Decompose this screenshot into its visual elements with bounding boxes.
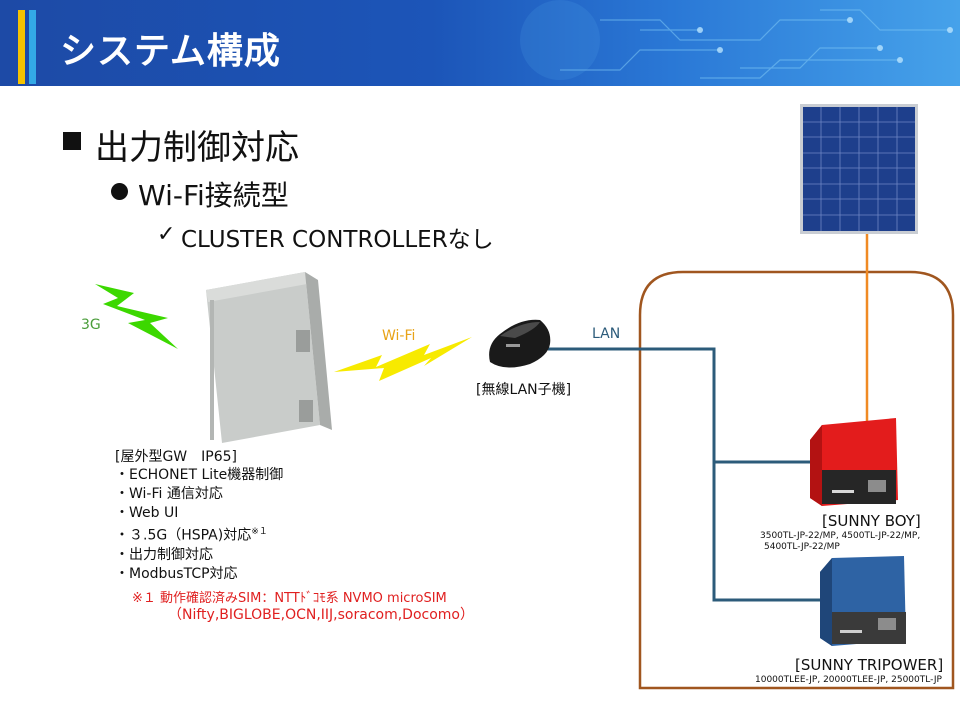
label-3g: 3G [81,317,101,333]
sunny-boy-models-line2: 5400TL-JP-22/MP [764,542,840,552]
outline-level3: CLUSTER CONTROLLERなし [181,227,494,253]
system-enclosure [638,270,955,690]
sim-note-line2: （Nifty,BIGLOBE,OCN,IIJ,soracom,Docomo） [168,607,474,623]
circuit-pattern-icon [520,0,953,80]
sunny-boy-inverter-icon [810,418,898,506]
page-title: システム構成 [60,31,281,72]
checkmark-icon: ✓ [157,222,176,247]
lightning-wifi-icon [334,337,472,381]
feature-item: ・Wi-Fi 通信対応 [115,486,223,502]
gateway-title: [屋外型GW IP65] [115,449,238,465]
sim-note-line1: ※１ 動作確認済みSIM：NTTﾄﾞｺﾓ系 NVMO microSIM [132,591,447,606]
footnote-mark: ※１ [251,527,268,537]
lan-line [548,347,820,602]
outline-level1: 出力制御対応 [95,128,299,168]
feature-item: ・ECHONET Lite機器制御 [115,467,284,483]
sunny-tripower-name: [SUNNY TRIPOWER] [795,656,944,674]
accent-bar-yellow [18,10,25,84]
solar-panel-icon [800,104,918,234]
lightning-3g-icon [95,284,178,349]
outline-level2: Wi-Fi接続型 [138,179,289,212]
circle-bullet-icon [111,183,128,200]
header-banner: システム構成 [0,0,960,86]
feature-item: ・ModbusTCP対応 [115,565,238,582]
sunny-tripower-models: 10000TLEE-JP, 20000TLEE-JP, 25000TL-JP [755,675,942,685]
wifi-dongle-icon [489,319,551,368]
router-label: [無線LAN子機] [476,382,572,398]
sunny-boy-models-line1: 3500TL-JP-22/MP, 4500TL-JP-22/MP, [760,531,921,541]
label-wifi: Wi-Fi [382,328,416,344]
accent-bar-blue [29,10,36,84]
sunny-boy-name: [SUNNY BOY] [822,512,921,530]
gateway-feature-list: ・ECHONET Lite機器制御 ・Wi-Fi 通信対応 ・Web UI ・３… [115,466,283,584]
sunny-tripower-inverter-icon [820,556,906,646]
gateway-box-icon [206,272,332,443]
feature-item: ・出力制御対応 [115,546,213,563]
label-lan: LAN [592,326,621,342]
feature-item: ・Web UI [115,505,179,521]
feature-text: ・３.5G（HSPA)対応 [115,527,252,544]
square-bullet-icon [63,132,81,150]
feature-item: ・３.5G（HSPA)対応※１ [115,523,283,546]
